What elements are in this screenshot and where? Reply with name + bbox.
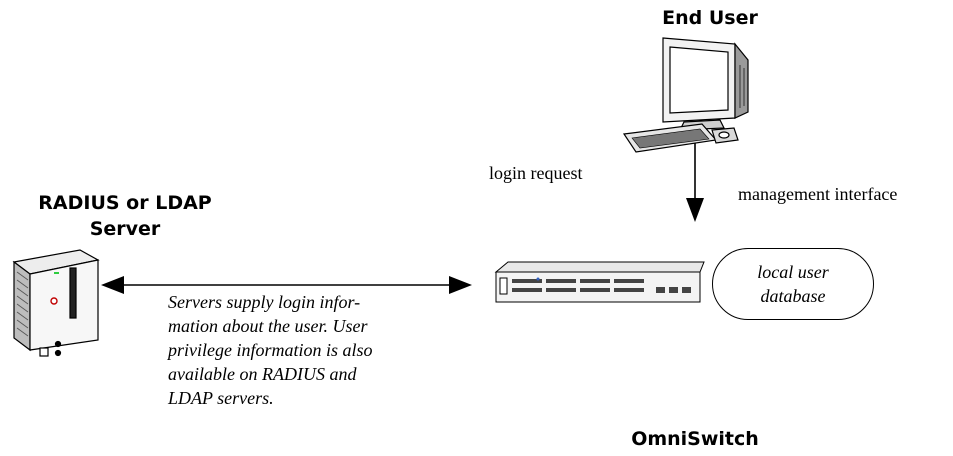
- omniswitch-title: OmniSwitch: [631, 428, 759, 450]
- server-title-line2: Server: [89, 218, 161, 240]
- database-line1: local user: [757, 262, 829, 282]
- server-icon: [12, 249, 100, 357]
- server-title: RADIUS or LDAP Server: [0, 190, 250, 242]
- management-interface-label: management interface: [738, 184, 898, 204]
- server-switch-arrow: [101, 276, 472, 294]
- end-user-title: End User: [662, 7, 758, 29]
- login-arrow: [686, 143, 704, 222]
- note-line: LDAP servers.: [168, 388, 274, 408]
- note-line: mation about the user. User: [168, 316, 368, 336]
- computer-icon: [622, 37, 749, 153]
- login-request-label: login request: [489, 163, 583, 183]
- local-user-database: local user database: [712, 248, 874, 320]
- note-line: privilege information is also: [168, 340, 373, 360]
- note-line: available on RADIUS and: [168, 364, 357, 384]
- servers-note: Servers supply login infor- mation about…: [168, 290, 373, 410]
- note-line: Servers supply login infor-: [168, 292, 361, 312]
- server-title-line1: RADIUS or LDAP: [38, 192, 212, 214]
- switch-icon: [494, 261, 705, 303]
- database-line2: database: [760, 286, 826, 306]
